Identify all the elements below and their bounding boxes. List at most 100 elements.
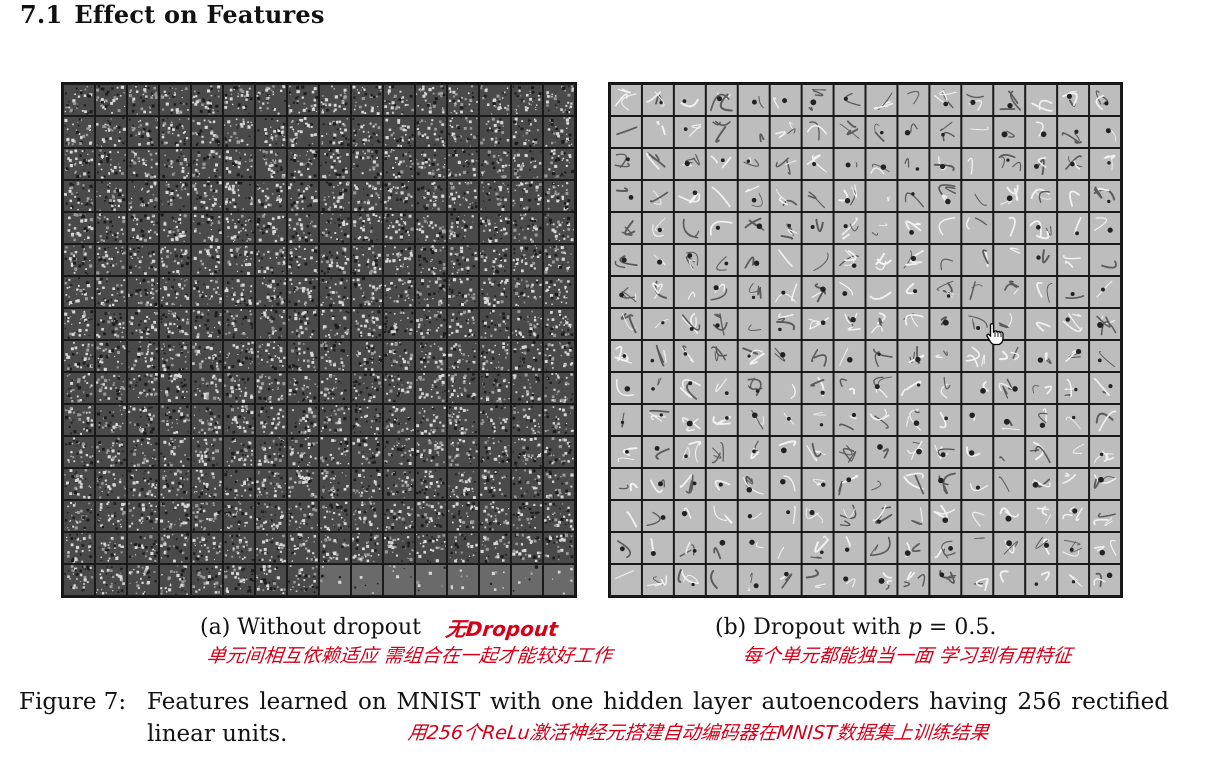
feature-tile <box>611 117 641 147</box>
feature-tile <box>544 309 574 339</box>
feature-tile <box>352 405 382 435</box>
feature-tile <box>1058 213 1089 243</box>
feature-tile <box>994 213 1025 243</box>
feature-tile <box>64 501 94 531</box>
feature-tile <box>611 245 641 275</box>
feature-tile <box>642 437 673 467</box>
feature-tile <box>866 117 897 147</box>
feature-tile <box>834 149 865 179</box>
feature-tile <box>866 245 897 275</box>
feature-tile <box>192 437 222 467</box>
feature-tile <box>1058 277 1089 307</box>
feature-tile <box>834 245 865 275</box>
feature-tile <box>160 501 190 531</box>
feature-tile <box>384 149 414 179</box>
feature-tile <box>288 469 318 499</box>
feature-tile <box>544 181 574 211</box>
feature-tile <box>352 565 382 595</box>
feature-tile <box>288 405 318 435</box>
feature-tile <box>480 309 510 339</box>
subcaption-b-variable: p <box>907 615 922 640</box>
subcaption-a-text: (a) Without dropout <box>200 615 421 640</box>
feature-tile <box>834 565 865 595</box>
feature-tile <box>96 85 126 115</box>
feature-tile <box>770 213 801 243</box>
feature-tile <box>320 565 350 595</box>
feature-tile <box>448 405 478 435</box>
feature-tile <box>64 437 94 467</box>
feature-tile <box>416 533 446 563</box>
feature-tile <box>480 117 510 147</box>
subcaption-b-text: (b) Dropout with <box>715 615 908 640</box>
feature-tile <box>994 373 1025 403</box>
feature-tile <box>64 149 94 179</box>
feature-tile <box>64 181 94 211</box>
feature-tile <box>834 181 865 211</box>
feature-tile <box>64 277 94 307</box>
feature-tile <box>96 405 126 435</box>
annotation-co-adaptation: 单元间相互依赖适应 需组合在一起才能较好工作 <box>205 645 614 667</box>
feature-tile <box>898 341 929 371</box>
feature-tile <box>770 245 801 275</box>
feature-tile <box>930 405 961 435</box>
feature-tile <box>674 373 705 403</box>
feature-grid-with-dropout <box>608 82 1123 598</box>
feature-tile <box>416 437 446 467</box>
feature-tile <box>224 469 254 499</box>
feature-tile <box>770 341 801 371</box>
feature-tile <box>770 181 801 211</box>
feature-tile <box>1090 181 1120 211</box>
feature-tile <box>416 277 446 307</box>
feature-tile <box>160 405 190 435</box>
feature-tile <box>256 277 286 307</box>
feature-tile <box>1090 309 1120 339</box>
feature-tile <box>64 405 94 435</box>
feature-tile <box>802 213 833 243</box>
feature-tile <box>352 277 382 307</box>
feature-tile <box>834 341 865 371</box>
feature-tile <box>96 149 126 179</box>
feature-tile <box>224 533 254 563</box>
feature-tile <box>706 181 737 211</box>
feature-tile <box>160 277 190 307</box>
feature-tile <box>448 533 478 563</box>
feature-tile <box>962 533 993 563</box>
feature-tile <box>706 245 737 275</box>
feature-tile <box>738 149 769 179</box>
feature-tile <box>512 213 542 243</box>
feature-tile <box>611 277 641 307</box>
feature-tile <box>320 405 350 435</box>
feature-tile <box>160 245 190 275</box>
feature-tile <box>320 469 350 499</box>
feature-tile <box>384 437 414 467</box>
feature-tile <box>674 565 705 595</box>
feature-tile <box>1058 341 1089 371</box>
feature-tile <box>192 181 222 211</box>
feature-tile <box>898 149 929 179</box>
feature-tile <box>448 373 478 403</box>
feature-tile <box>448 437 478 467</box>
feature-tile <box>1026 181 1057 211</box>
feature-tile <box>160 341 190 371</box>
feature-tile <box>962 181 993 211</box>
feature-tile <box>160 149 190 179</box>
feature-tile <box>224 245 254 275</box>
feature-tile <box>512 309 542 339</box>
feature-tile <box>64 341 94 371</box>
feature-tile <box>898 469 929 499</box>
feature-tile <box>1090 85 1120 115</box>
feature-grid-without-dropout <box>61 82 577 598</box>
feature-tile <box>320 149 350 179</box>
feature-tile <box>1026 373 1057 403</box>
feature-tile <box>352 309 382 339</box>
feature-tile <box>128 533 158 563</box>
feature-tile <box>611 533 641 563</box>
feature-tile <box>128 149 158 179</box>
feature-tile <box>898 309 929 339</box>
feature-tile <box>1090 341 1120 371</box>
feature-tile <box>930 149 961 179</box>
feature-tile <box>192 373 222 403</box>
feature-tile <box>256 213 286 243</box>
feature-tile <box>706 277 737 307</box>
